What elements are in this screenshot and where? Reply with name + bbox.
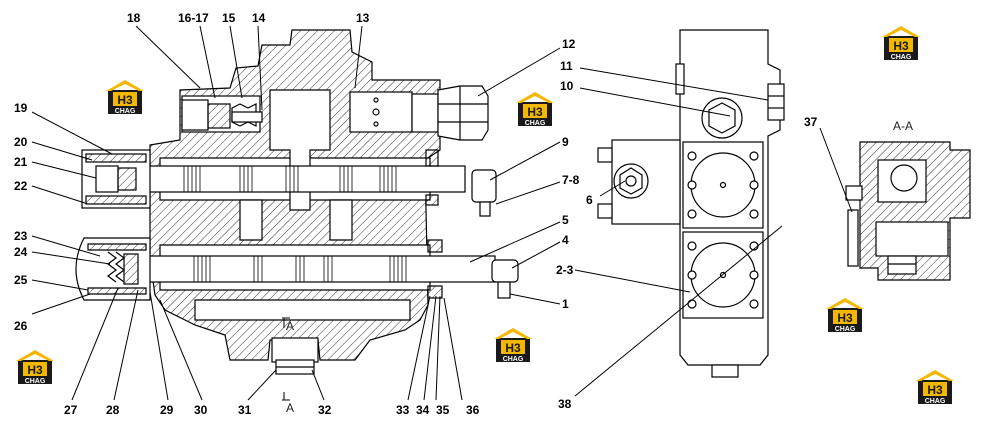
label-20: 20: [14, 135, 28, 149]
label-21: 21: [14, 155, 28, 169]
return-channel: [194, 299, 411, 321]
logo-watermark-5: [494, 328, 532, 363]
upper-clevis: [471, 169, 497, 203]
label-5: 5: [562, 213, 569, 227]
label-9: 9: [562, 135, 569, 149]
label-23: 23: [14, 229, 28, 243]
label-13: 13: [356, 11, 370, 25]
label-12: 12: [562, 37, 576, 51]
logo-watermark-1: [106, 80, 144, 115]
right-passage: [329, 199, 353, 241]
label-27: 27: [64, 403, 78, 417]
label-22: 22: [14, 179, 28, 193]
bottom-port: [271, 337, 319, 363]
label-28: 28: [106, 403, 120, 417]
label-7-8: 7-8: [562, 173, 580, 187]
label-25: 25: [14, 273, 28, 287]
main-valve-section: [75, 29, 519, 375]
label-18: 18: [127, 11, 141, 25]
logo-watermark-2: [516, 92, 554, 127]
part-labels: 18 16-17 15 14 13 12 11 10 9 7-8 6 5 4 2…: [14, 11, 818, 417]
label-29: 29: [160, 403, 174, 417]
section-a-a-view: [845, 141, 971, 281]
label-35: 35: [436, 403, 450, 417]
label-6: 6: [586, 193, 593, 207]
label-31: 31: [238, 403, 252, 417]
logo-watermark-4: [826, 298, 864, 333]
label-32: 32: [318, 403, 332, 417]
label-15: 15: [222, 11, 236, 25]
label-33: 33: [396, 403, 410, 417]
center-passage: [269, 89, 331, 211]
label-24: 24: [14, 245, 28, 259]
hex-fitting: [437, 85, 489, 141]
label-4: 4: [562, 233, 569, 247]
left-passage: [239, 199, 263, 241]
label-34: 34: [416, 403, 430, 417]
logo-watermark-7: [916, 370, 954, 405]
label-1: 1: [562, 297, 569, 311]
side-port-adapter: [349, 91, 413, 133]
label-11: 11: [560, 59, 573, 73]
label-26: 26: [14, 319, 28, 333]
label-10: 10: [560, 79, 574, 93]
leader-lines: [31, 25, 853, 401]
label-36: 36: [466, 403, 480, 417]
upper-spool: [124, 165, 466, 193]
label-30: 30: [194, 403, 208, 417]
label-19: 19: [14, 101, 28, 115]
label-2-3: 2-3: [556, 263, 574, 277]
logo-watermark-6: [16, 350, 54, 385]
label-16-17: 16-17: [178, 11, 209, 25]
relief-cap: [181, 99, 209, 131]
label-37: 37: [804, 115, 818, 129]
lower-clevis: [491, 259, 519, 283]
label-14: 14: [252, 11, 266, 25]
section-cut-marks: [282, 317, 290, 401]
cut-mark-top: A: [286, 319, 294, 333]
label-38: 38: [558, 397, 572, 411]
section-title: A-A: [893, 119, 913, 133]
lower-spool: [124, 255, 496, 283]
logo-watermark-3: [882, 26, 920, 61]
side-view: [597, 29, 785, 378]
cut-mark-bottom: A: [286, 401, 294, 415]
